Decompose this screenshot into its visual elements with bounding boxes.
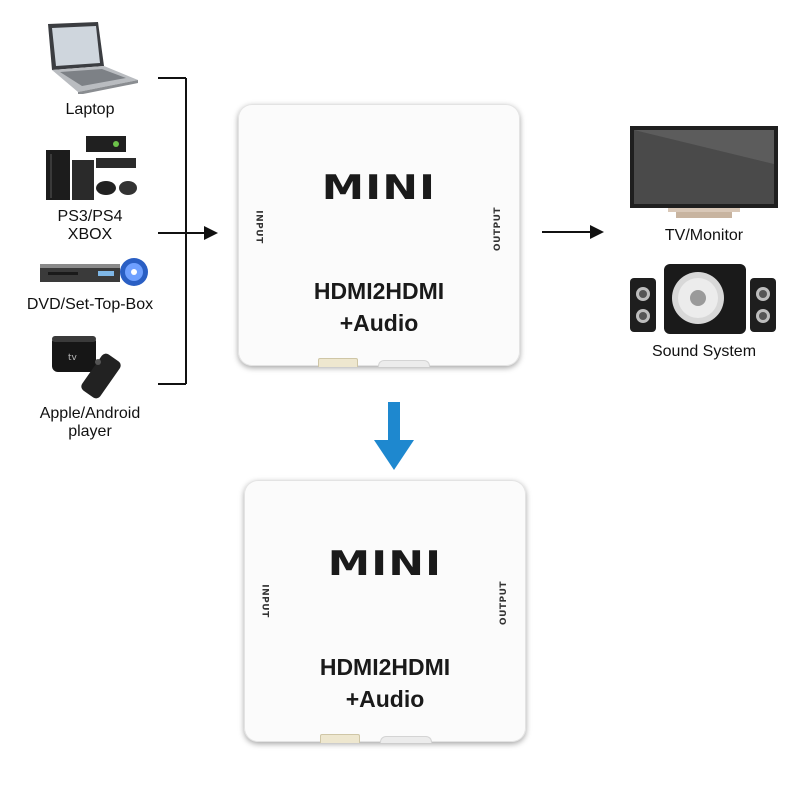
game-console-icon (46, 136, 137, 200)
tv-monitor-icon (630, 126, 778, 218)
output-label-tv: TV/Monitor (664, 227, 744, 244)
source-label-laptop: Laptop (65, 101, 115, 118)
output-port-label: OUTPUT (499, 580, 510, 626)
product-title-line1: HDMI2HDMI (319, 654, 451, 680)
product-title-line2: +Audio (345, 686, 425, 712)
usb-port (320, 734, 360, 743)
input-connector (158, 77, 218, 385)
converter-bottom: MINI INPUT OUTPUT HDMI2HDMI +Audio (244, 480, 526, 743)
brand-mini: MINI (327, 544, 443, 584)
source-label-streamer: Apple/Android player (39, 405, 141, 440)
output-arrow (542, 225, 604, 239)
dvd-player-icon (40, 258, 148, 286)
svg-text:tv: tv (68, 353, 78, 363)
audio-port (378, 360, 430, 367)
audio-port (380, 736, 432, 743)
source-label-console: PS3/PS4 XBOX (57, 208, 123, 243)
output-label-speakers: Sound System (651, 343, 757, 360)
streaming-box-icon: tv (52, 336, 121, 399)
input-port-label: INPUT (259, 584, 270, 618)
converter-top: MINI INPUT OUTPUT HDMI2HDMI +Audio (238, 104, 520, 367)
product-title-line2: +Audio (339, 310, 419, 336)
laptop-icon (48, 22, 138, 94)
down-arrow-icon (374, 402, 414, 470)
speaker-system-icon (630, 264, 776, 334)
usb-port (318, 358, 358, 367)
source-label-dvd: DVD/Set-Top-Box (26, 296, 154, 313)
input-port-label: INPUT (253, 210, 264, 244)
output-port-label: OUTPUT (493, 206, 504, 252)
product-title-line1: HDMI2HDMI (313, 278, 445, 304)
brand-mini: MINI (321, 168, 437, 208)
